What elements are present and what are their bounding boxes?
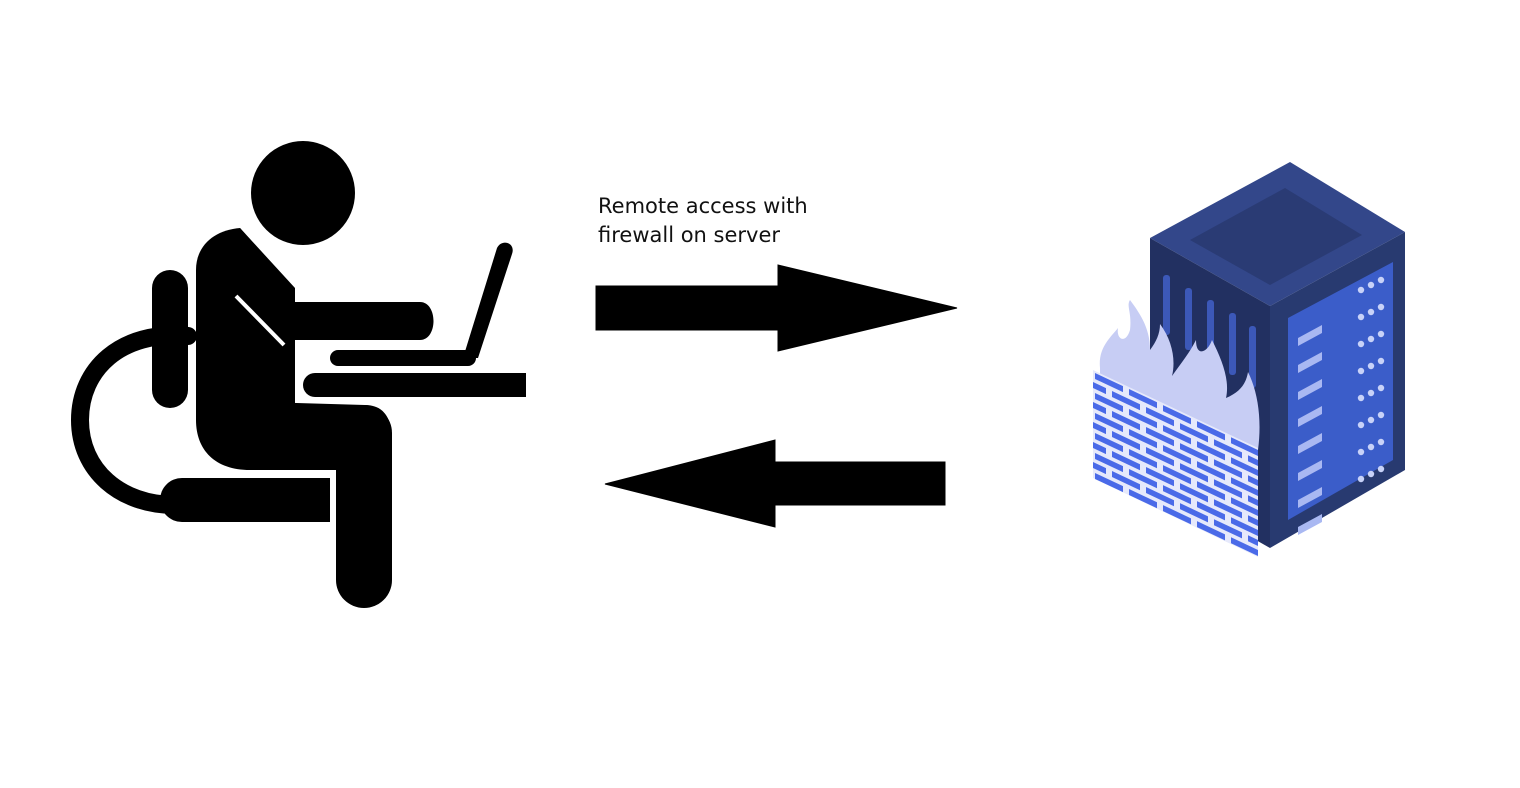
server-with-firewall-icon [1093,162,1405,557]
server-panel-shape [1288,262,1393,520]
arrow-right-icon [595,264,958,352]
caption-line-2: firewall on server [598,223,781,247]
laptop-base-shape [330,350,476,366]
flame-shape [1099,300,1260,450]
caption-line-1: Remote access with [598,194,808,218]
arrows-group [595,264,958,528]
chair-frame-shape [70,326,197,514]
brick-wall-shape [1093,370,1258,557]
arm-shape [235,228,434,340]
connection-caption: Remote access with firewall on server [598,192,898,250]
leg-shape [336,405,392,608]
person-at-laptop-icon [70,141,526,608]
arrow-left-icon [604,439,946,528]
chair-backrest-shape [152,270,188,408]
laptop-screen-shape [463,242,513,358]
head-shape [251,141,355,245]
